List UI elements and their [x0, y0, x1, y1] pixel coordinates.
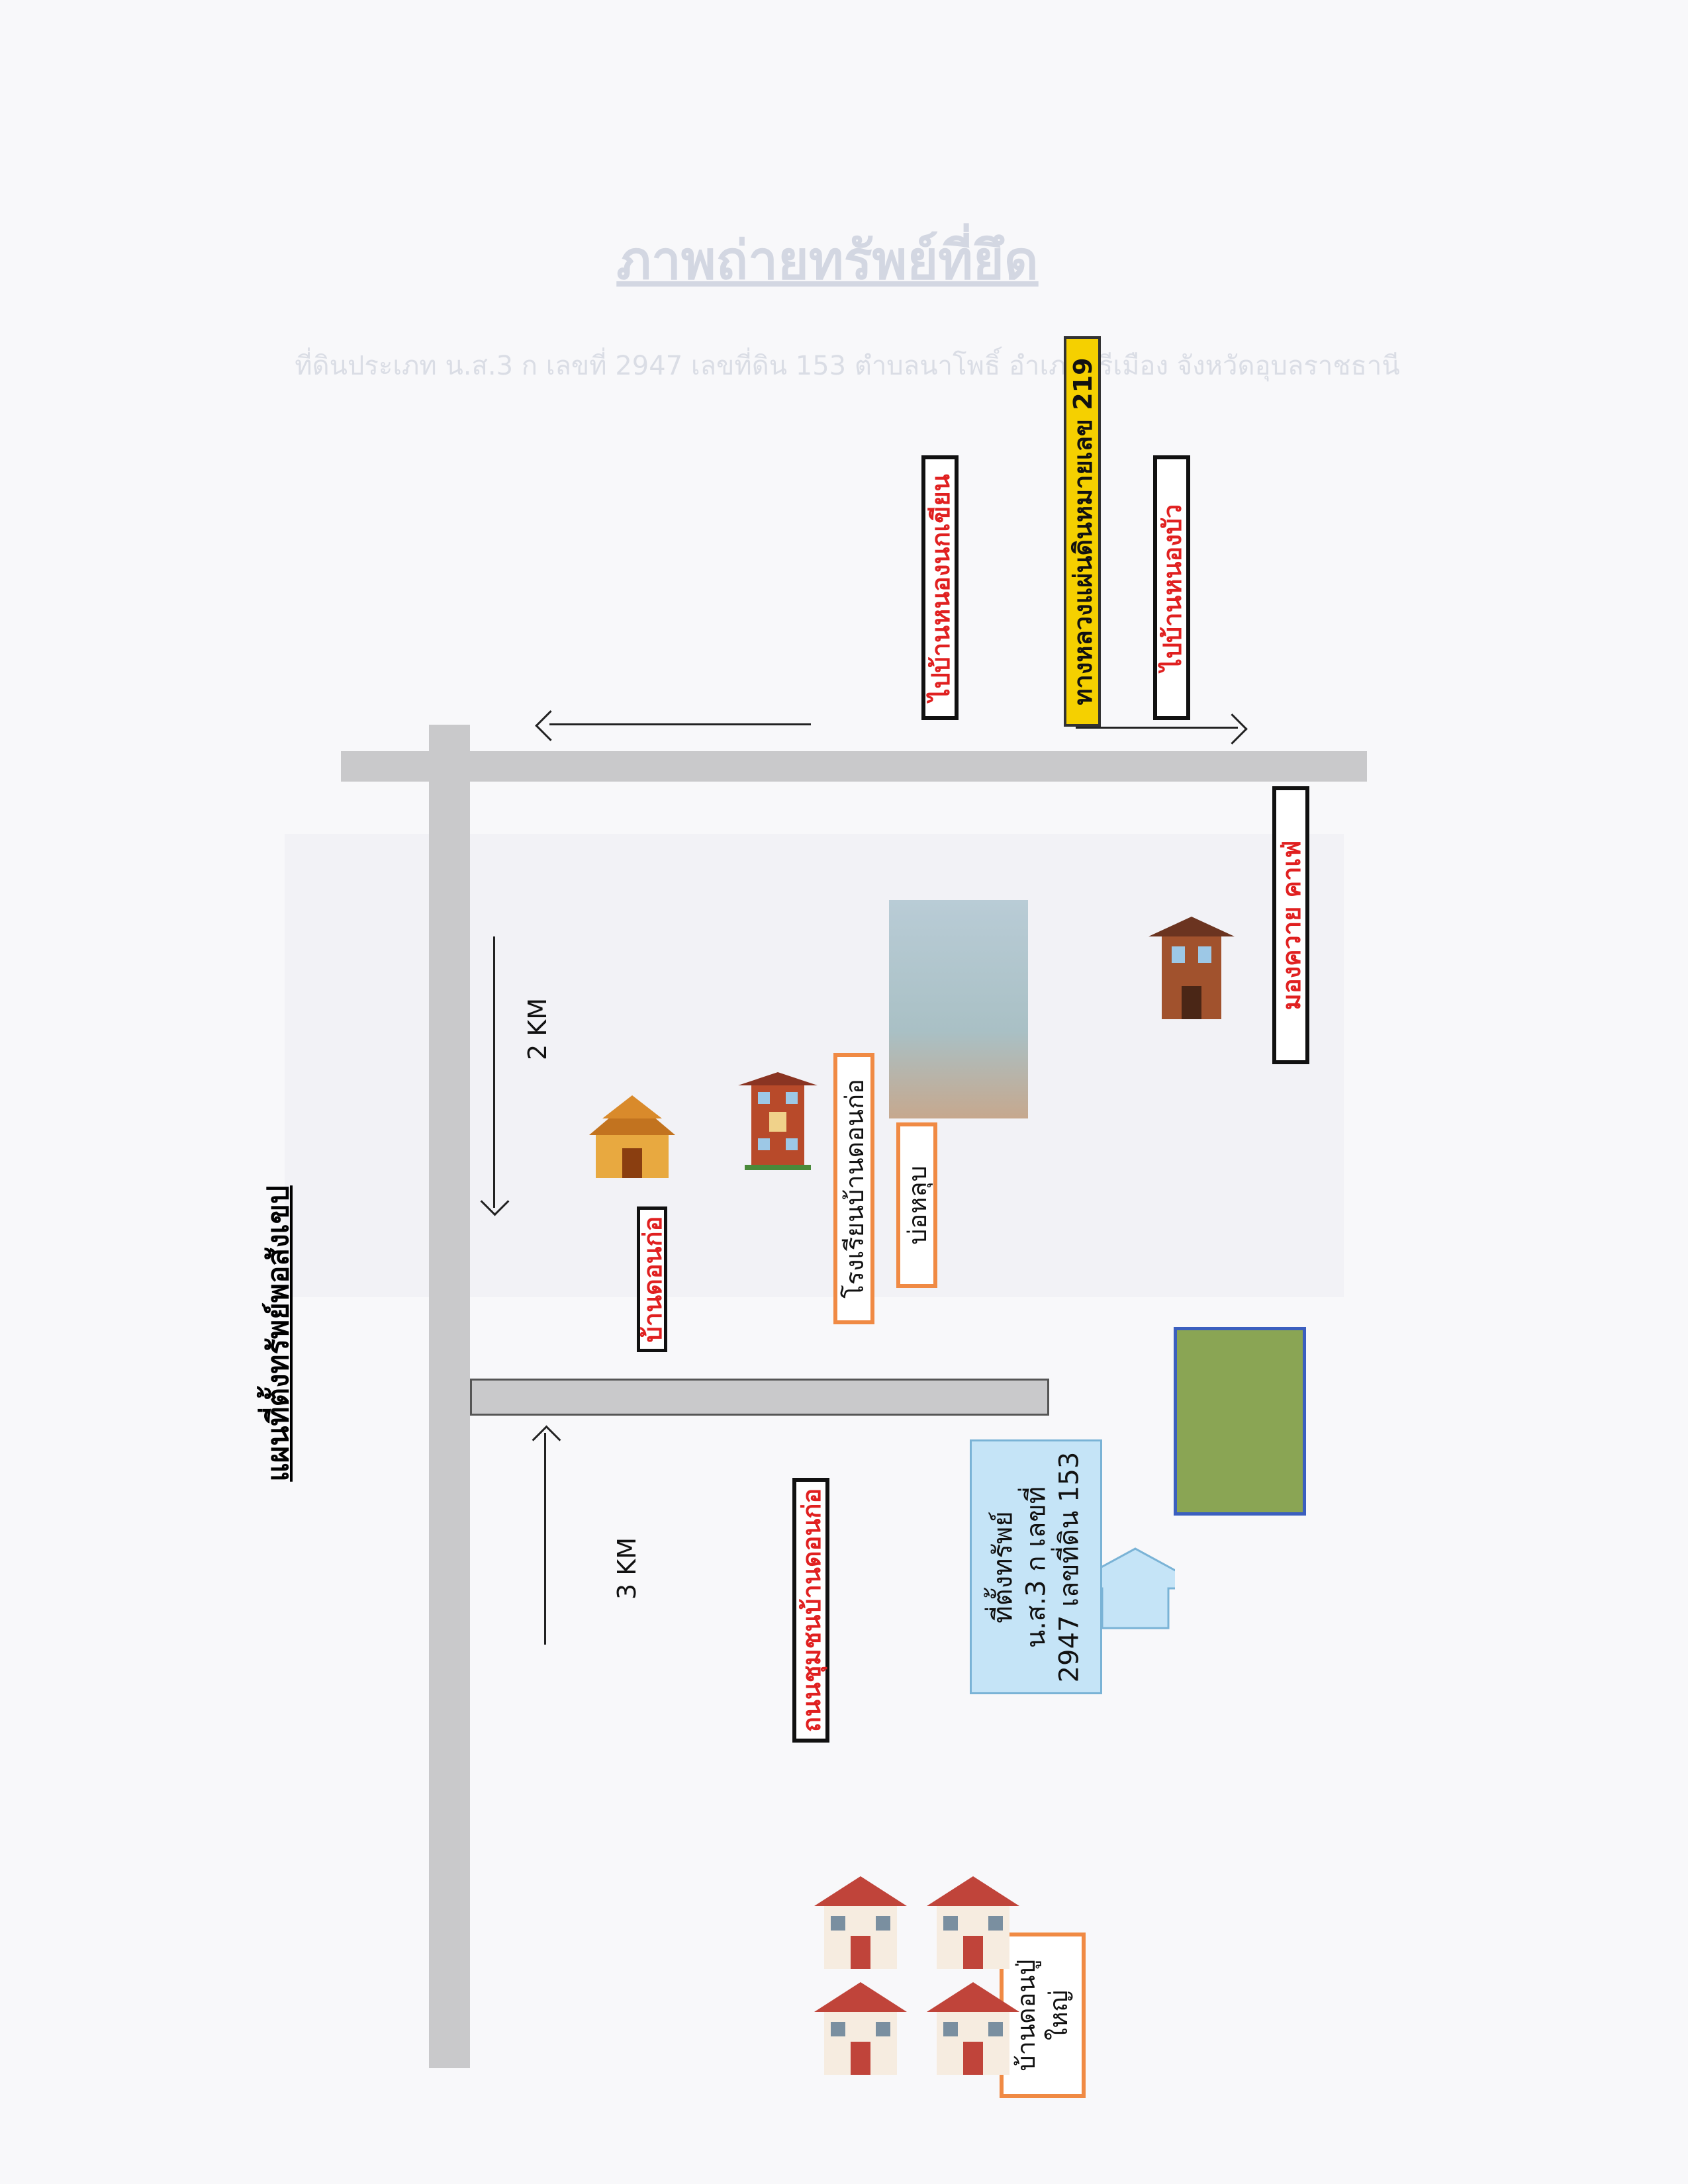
distance-3km: 3 KM	[612, 1537, 641, 1600]
label-cafe: มองควาย คาเฟ่	[1272, 786, 1309, 1064]
label-pond: บ่อหลุบ	[896, 1122, 937, 1288]
house-icon-4	[927, 1876, 1019, 1969]
property-line-3: 2947 เลขที่ดิน 153	[1054, 1451, 1084, 1682]
page-subtitle: ที่ดินประเภท น.ส.3 ก เลขที่ 2947 เลขที่ด…	[295, 351, 1400, 381]
arrow-to-nong-bua	[1076, 727, 1238, 729]
label-nong-nok-khian: ไปบ้านหนองนกเขียน	[921, 455, 959, 720]
arrow-3km	[544, 1433, 546, 1645]
map-title: แผนที่ตั้งทรัพย์พอสังเขป	[261, 1185, 295, 1482]
arrow-3km-head	[532, 1425, 561, 1455]
label-community-road: ถนนชุมชนบ้านดอนก่อ	[792, 1478, 829, 1743]
distance-2km: 2 KM	[523, 998, 552, 1060]
school-icon	[738, 1072, 818, 1170]
cafe-icon	[1149, 917, 1235, 1019]
house-icon-2	[814, 1876, 907, 1969]
label-nong-bua: ไปบ้านหนองบัว	[1153, 455, 1190, 720]
arrow-to-nong-nok-khian	[549, 723, 811, 725]
property-plot	[1174, 1327, 1306, 1516]
pond-photo	[889, 900, 1028, 1118]
label-highway-219: ทางหลวงแผ่นดินหมายเลข 219	[1064, 336, 1101, 727]
callout-arrow	[1096, 1547, 1175, 1629]
main-road-vertical	[429, 725, 470, 2068]
label-ban-don-ko: บ้านดอนก่อ	[637, 1206, 667, 1352]
house-icon-1	[814, 1982, 907, 2075]
property-callout: ที่ตั้งทรัพย์ น.ส.3 ก เลขที่ 2947 เลขที่…	[970, 1439, 1102, 1694]
main-road-horizontal	[341, 751, 1367, 782]
community-road	[470, 1379, 1049, 1416]
label-school: โรงเรียนบ้านดอนก่อ	[833, 1053, 874, 1324]
arrow-2km	[493, 936, 495, 1208]
page-title: ภาพถ่ายทรัพย์ที่ยึด	[616, 230, 1039, 291]
arrow-head-left	[535, 710, 566, 741]
house-icon-3	[927, 1982, 1019, 2075]
temple-icon	[589, 1095, 675, 1178]
property-line-1: ที่ตั้งทรัพย์	[988, 1510, 1018, 1623]
arrow-head-right	[1217, 713, 1248, 745]
property-line-2: น.ส.3 ก เลขที่	[1021, 1486, 1051, 1648]
